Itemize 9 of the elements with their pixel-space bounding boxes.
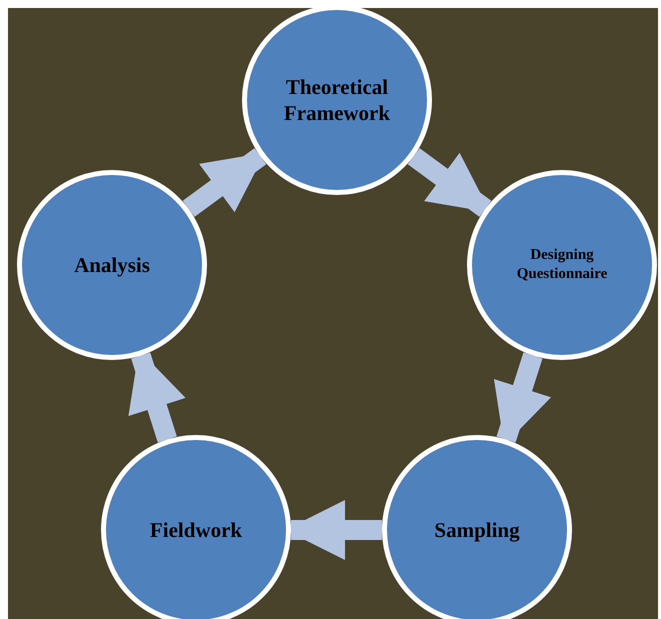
step-label: Sampling — [434, 516, 520, 544]
block-arrow — [494, 352, 552, 446]
block-arrow — [408, 148, 492, 217]
step-label: Designing Questionnaire — [516, 246, 608, 284]
step-label: Fieldwork — [150, 516, 242, 544]
step-label: Theoretical Framework — [282, 74, 392, 126]
block-arrow — [182, 148, 266, 217]
block-arrow — [128, 350, 186, 442]
step-label: Analysis — [74, 252, 150, 278]
